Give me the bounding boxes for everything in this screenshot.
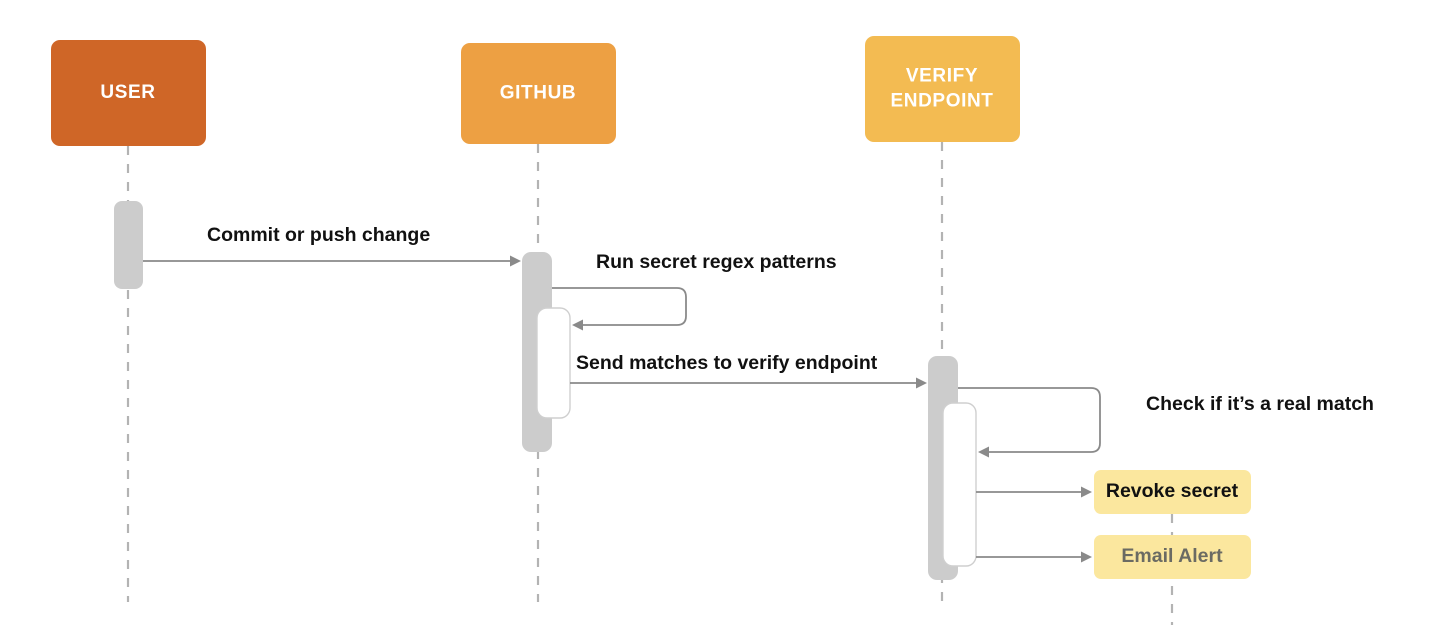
msg-check-real-path (958, 387, 1101, 453)
msg-run-regex-path (552, 287, 687, 326)
note-revoke[interactable]: Revoke secret (1094, 470, 1251, 514)
msg-commit-label: Commit or push change (207, 224, 430, 246)
msg-check-real[interactable]: Check if it’s a real match (958, 387, 1374, 458)
participant-user-label: USER (100, 82, 155, 103)
msg-send-matches-arrowhead (916, 377, 927, 389)
participant-verify-label: VERIFY (906, 66, 978, 87)
participant-github[interactable]: GITHUB (461, 43, 616, 144)
note-email-label: Email Alert (1121, 545, 1223, 567)
msg-send-matches-label: Send matches to verify endpoint (576, 352, 878, 374)
msg-email-arrowhead (1081, 551, 1092, 563)
msg-commit-arrowhead (510, 255, 521, 267)
activations-layer (114, 201, 977, 580)
msg-run-regex-label: Run secret regex patterns (596, 251, 837, 273)
participants-layer: USER GITHUB VERIFY ENDPOINT (51, 36, 1020, 146)
participant-github-box (461, 43, 616, 144)
note-email-box (1094, 535, 1251, 579)
note-revoke-box (1094, 470, 1251, 514)
participant-verify-box (865, 36, 1020, 142)
msg-revoke-arrowhead (1081, 486, 1092, 498)
msg-email[interactable] (976, 551, 1092, 563)
verify-nested-activation (942, 402, 977, 567)
user-activation (114, 201, 143, 289)
note-revoke-label: Revoke secret (1106, 480, 1239, 502)
participant-user-box (51, 40, 206, 146)
participant-verify[interactable]: VERIFY ENDPOINT (865, 36, 1020, 142)
participant-user[interactable]: USER (51, 40, 206, 146)
msg-send-matches[interactable]: Send matches to verify endpoint (570, 352, 927, 389)
msg-run-regex-arrowhead (572, 319, 583, 331)
participant-github-label: GITHUB (500, 83, 576, 104)
msg-check-real-arrowhead (978, 446, 989, 458)
msg-check-real-label: Check if it’s a real match (1146, 393, 1374, 415)
participant-verify-label: ENDPOINT (891, 91, 994, 112)
note-email[interactable]: Email Alert (1094, 535, 1251, 579)
msg-revoke[interactable] (976, 486, 1092, 498)
msg-commit[interactable]: Commit or push change (143, 224, 521, 267)
msg-run-regex[interactable]: Run secret regex patterns (552, 251, 837, 331)
github-nested-activation (536, 307, 571, 419)
